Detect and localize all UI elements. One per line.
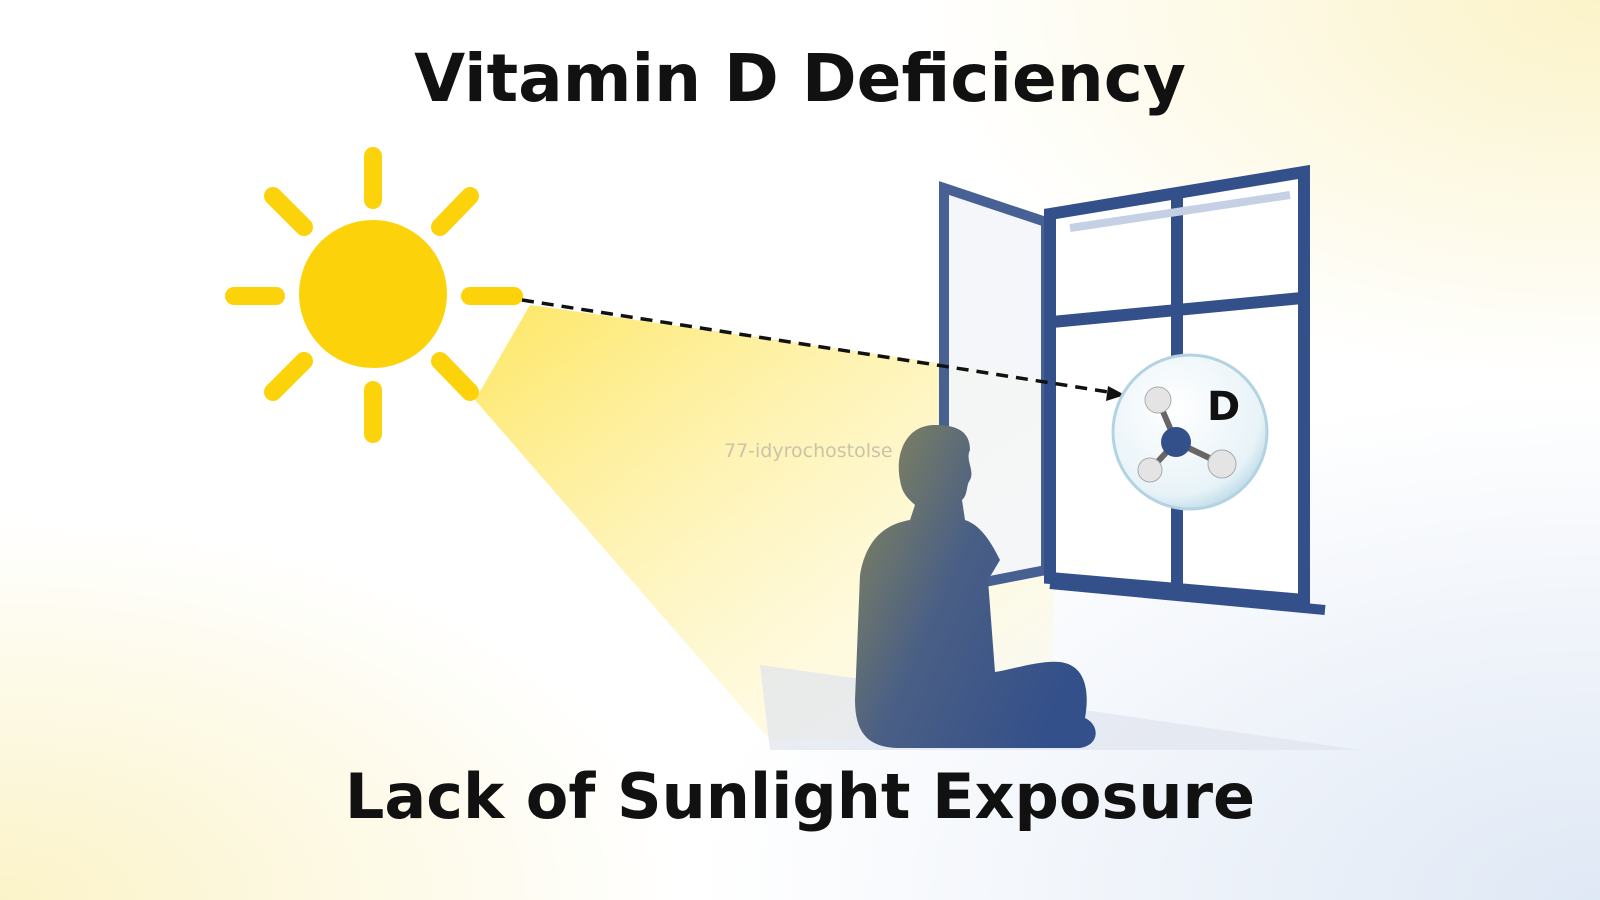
person-silhouette <box>855 425 1096 748</box>
page-title: Vitamin D Deficiency <box>414 40 1186 117</box>
sun-icon <box>225 147 523 443</box>
page-subtitle: Lack of Sunlight Exposure <box>344 760 1256 833</box>
arrow-head-icon <box>1106 386 1125 401</box>
dashed-arrow <box>521 298 1116 395</box>
window-icon <box>939 164 1326 615</box>
molecule-label: D <box>1207 384 1241 430</box>
vitamin-d-molecule-icon <box>1111 353 1269 511</box>
faint-label: 77-idyrochostolse <box>724 440 893 462</box>
